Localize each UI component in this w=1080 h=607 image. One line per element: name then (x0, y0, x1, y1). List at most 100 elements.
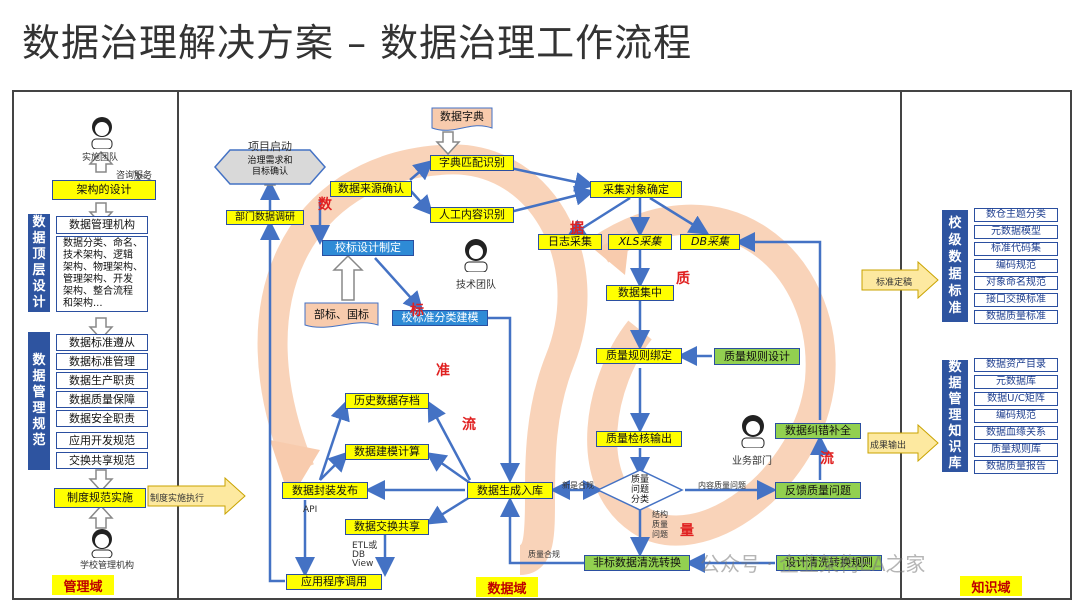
std-arrow-shape (861, 260, 939, 300)
etl-line: DB (352, 550, 366, 560)
data-standard-flow-loop (257, 144, 588, 575)
arrow-std-model (374, 257, 424, 312)
team-avatar-icon (86, 115, 118, 153)
tech-team-label: 技术团队 (456, 280, 496, 291)
arrow-pack-model (319, 451, 349, 481)
kb-item: 数据U/C矩阵 (974, 392, 1058, 406)
std-arrow-label: 标准定稿 (876, 278, 913, 288)
rule-item: 交换共享规范 (56, 452, 148, 469)
project-start-label: 项目启动 (248, 140, 292, 153)
kb-item: 数据资产目录 (974, 358, 1058, 372)
arrow-app-survey (260, 220, 285, 583)
flow-char: 质 (676, 271, 690, 287)
xls-collect-box: XLS采集 (608, 234, 672, 250)
struct-issue-line: 问题 (652, 530, 668, 539)
log-collect-box: 日志采集 (538, 234, 602, 250)
kb-item: 编码规范 (974, 409, 1058, 423)
dept-std-label: 部标、国标 (314, 308, 369, 321)
arrow-model-gen (485, 316, 520, 483)
rule-item: 数据标准遵从 (56, 334, 148, 351)
org-desc-line: 管理架构、开发 (63, 274, 133, 285)
decision-line: 问题 (630, 485, 649, 495)
qc-output-box: 质量检核输出 (596, 431, 682, 447)
divider-left (177, 90, 179, 600)
quality-ok-label: 质量合规 (528, 550, 560, 559)
arch-design-box: 架构的设计 (52, 180, 156, 200)
etl-label: ETL或 DB View (352, 542, 377, 569)
rule-item: 数据生产职责 (56, 372, 148, 389)
std-item: 编码规范 (974, 259, 1058, 273)
std-model-box: 校标准分类建模 (392, 310, 488, 326)
std-item: 数仓主题分类 (974, 208, 1058, 222)
etl-line: ETL或 (352, 541, 378, 551)
org-desc-box: 数据分类、命名、 技术架构、逻辑 架构、物理架构、 管理架构、开发 架构、整合流… (56, 236, 148, 312)
school-std-band: 校级数据标准 (942, 210, 968, 322)
design-rules-box: 设计清洗转换规则 (776, 555, 882, 571)
kb-item: 元数据库 (974, 375, 1058, 389)
decision-line: 分类 (630, 495, 649, 505)
mgmt-spec-band: 数据管理规范 (28, 332, 50, 470)
std-item: 数据质量标准 (974, 310, 1058, 324)
data-domain-label: 数据域 (476, 577, 538, 597)
arrow-src-manual (409, 189, 434, 216)
flow-char: 流 (462, 417, 476, 433)
decision-text: 质量 问题 分类 (620, 474, 660, 506)
biz-dept-label: 业务部门 (732, 456, 772, 467)
feedback-box: 反馈质量问题 (775, 482, 861, 499)
divider-right (900, 90, 902, 600)
impl-arrow-shape (147, 476, 246, 516)
modeling-box: 数据建模计算 (345, 444, 429, 460)
team-label: 实施团队 (82, 153, 119, 163)
data-concentrate-box: 数据集中 (606, 285, 674, 301)
kb-item: 数据血缘关系 (974, 426, 1058, 440)
rule-item: 应用开发规范 (56, 432, 148, 449)
flow-char: 流 (820, 451, 834, 467)
knowledge-band: 数据管理知识库 (942, 360, 968, 472)
kb-item: 质量规则库 (974, 443, 1058, 457)
grey-arrow-deptstd (332, 254, 364, 301)
manual-id-box: 人工内容识别 (430, 207, 514, 223)
flow-char: 标 (410, 303, 424, 319)
top-design-band: 数据顶层设计 (28, 214, 50, 312)
page-title: 数据治理解决方案 – 数据治理工作流程 (22, 21, 693, 65)
qr-design-box: 质量规则设计 (714, 348, 800, 365)
decision-diamond (596, 469, 684, 511)
hexagon-line: 治理需求和 (247, 156, 293, 166)
grey-arrow-dict (435, 131, 461, 156)
grey-arrow-up-team (88, 150, 114, 173)
decision-line: 质量 (630, 475, 649, 485)
tech-team-avatar-icon (458, 238, 494, 276)
grey-arrow-up-school (88, 504, 114, 529)
hexagon-line: 目标确认 (251, 167, 288, 177)
flow-char: 数 (318, 197, 332, 213)
non-struct-box: 非标数据清洗转换 (584, 555, 690, 571)
consult-label: 咨询服务 (116, 171, 153, 181)
school-avatar-icon (86, 528, 118, 562)
struct-issue-label: 结构 质量 问题 (652, 510, 668, 540)
new-ok-label: 新是合规 (562, 481, 594, 490)
flow-char: 据 (570, 221, 584, 237)
org-desc-line: 架构、物理架构、 (63, 262, 143, 273)
result-arrow-shape (867, 423, 939, 463)
kb-item: 数据质量报告 (974, 460, 1058, 474)
org-desc-line: 技术架构、逻辑 (63, 250, 133, 261)
hexagon-text: 治理需求和 目标确认 (228, 154, 312, 180)
loop-arrowhead-left (270, 440, 320, 500)
db-collect-box: DB采集 (680, 234, 740, 250)
org-desc-line: 架构、整合流程 (63, 286, 133, 297)
app-call-box: 应用程序调用 (286, 574, 382, 590)
dict-banner-shape (431, 107, 493, 131)
arrow-pack-hist (318, 400, 350, 481)
rule-item: 数据安全职责 (56, 410, 148, 427)
arrow-fix-db (735, 232, 822, 420)
hist-archive-box: 历史数据存档 (345, 393, 429, 409)
api-label: API (303, 505, 318, 515)
mgmt-domain-label: 管理域 (52, 575, 114, 595)
survey-box: 部门数据调研 (226, 210, 304, 225)
gen-store-box: 数据生成入库 (467, 482, 553, 499)
exchange-box: 数据交换共享 (345, 519, 429, 535)
start-hexagon (213, 149, 327, 185)
std-item: 元数据模型 (974, 225, 1058, 239)
qr-bind-box: 质量规则绑定 (596, 348, 682, 364)
